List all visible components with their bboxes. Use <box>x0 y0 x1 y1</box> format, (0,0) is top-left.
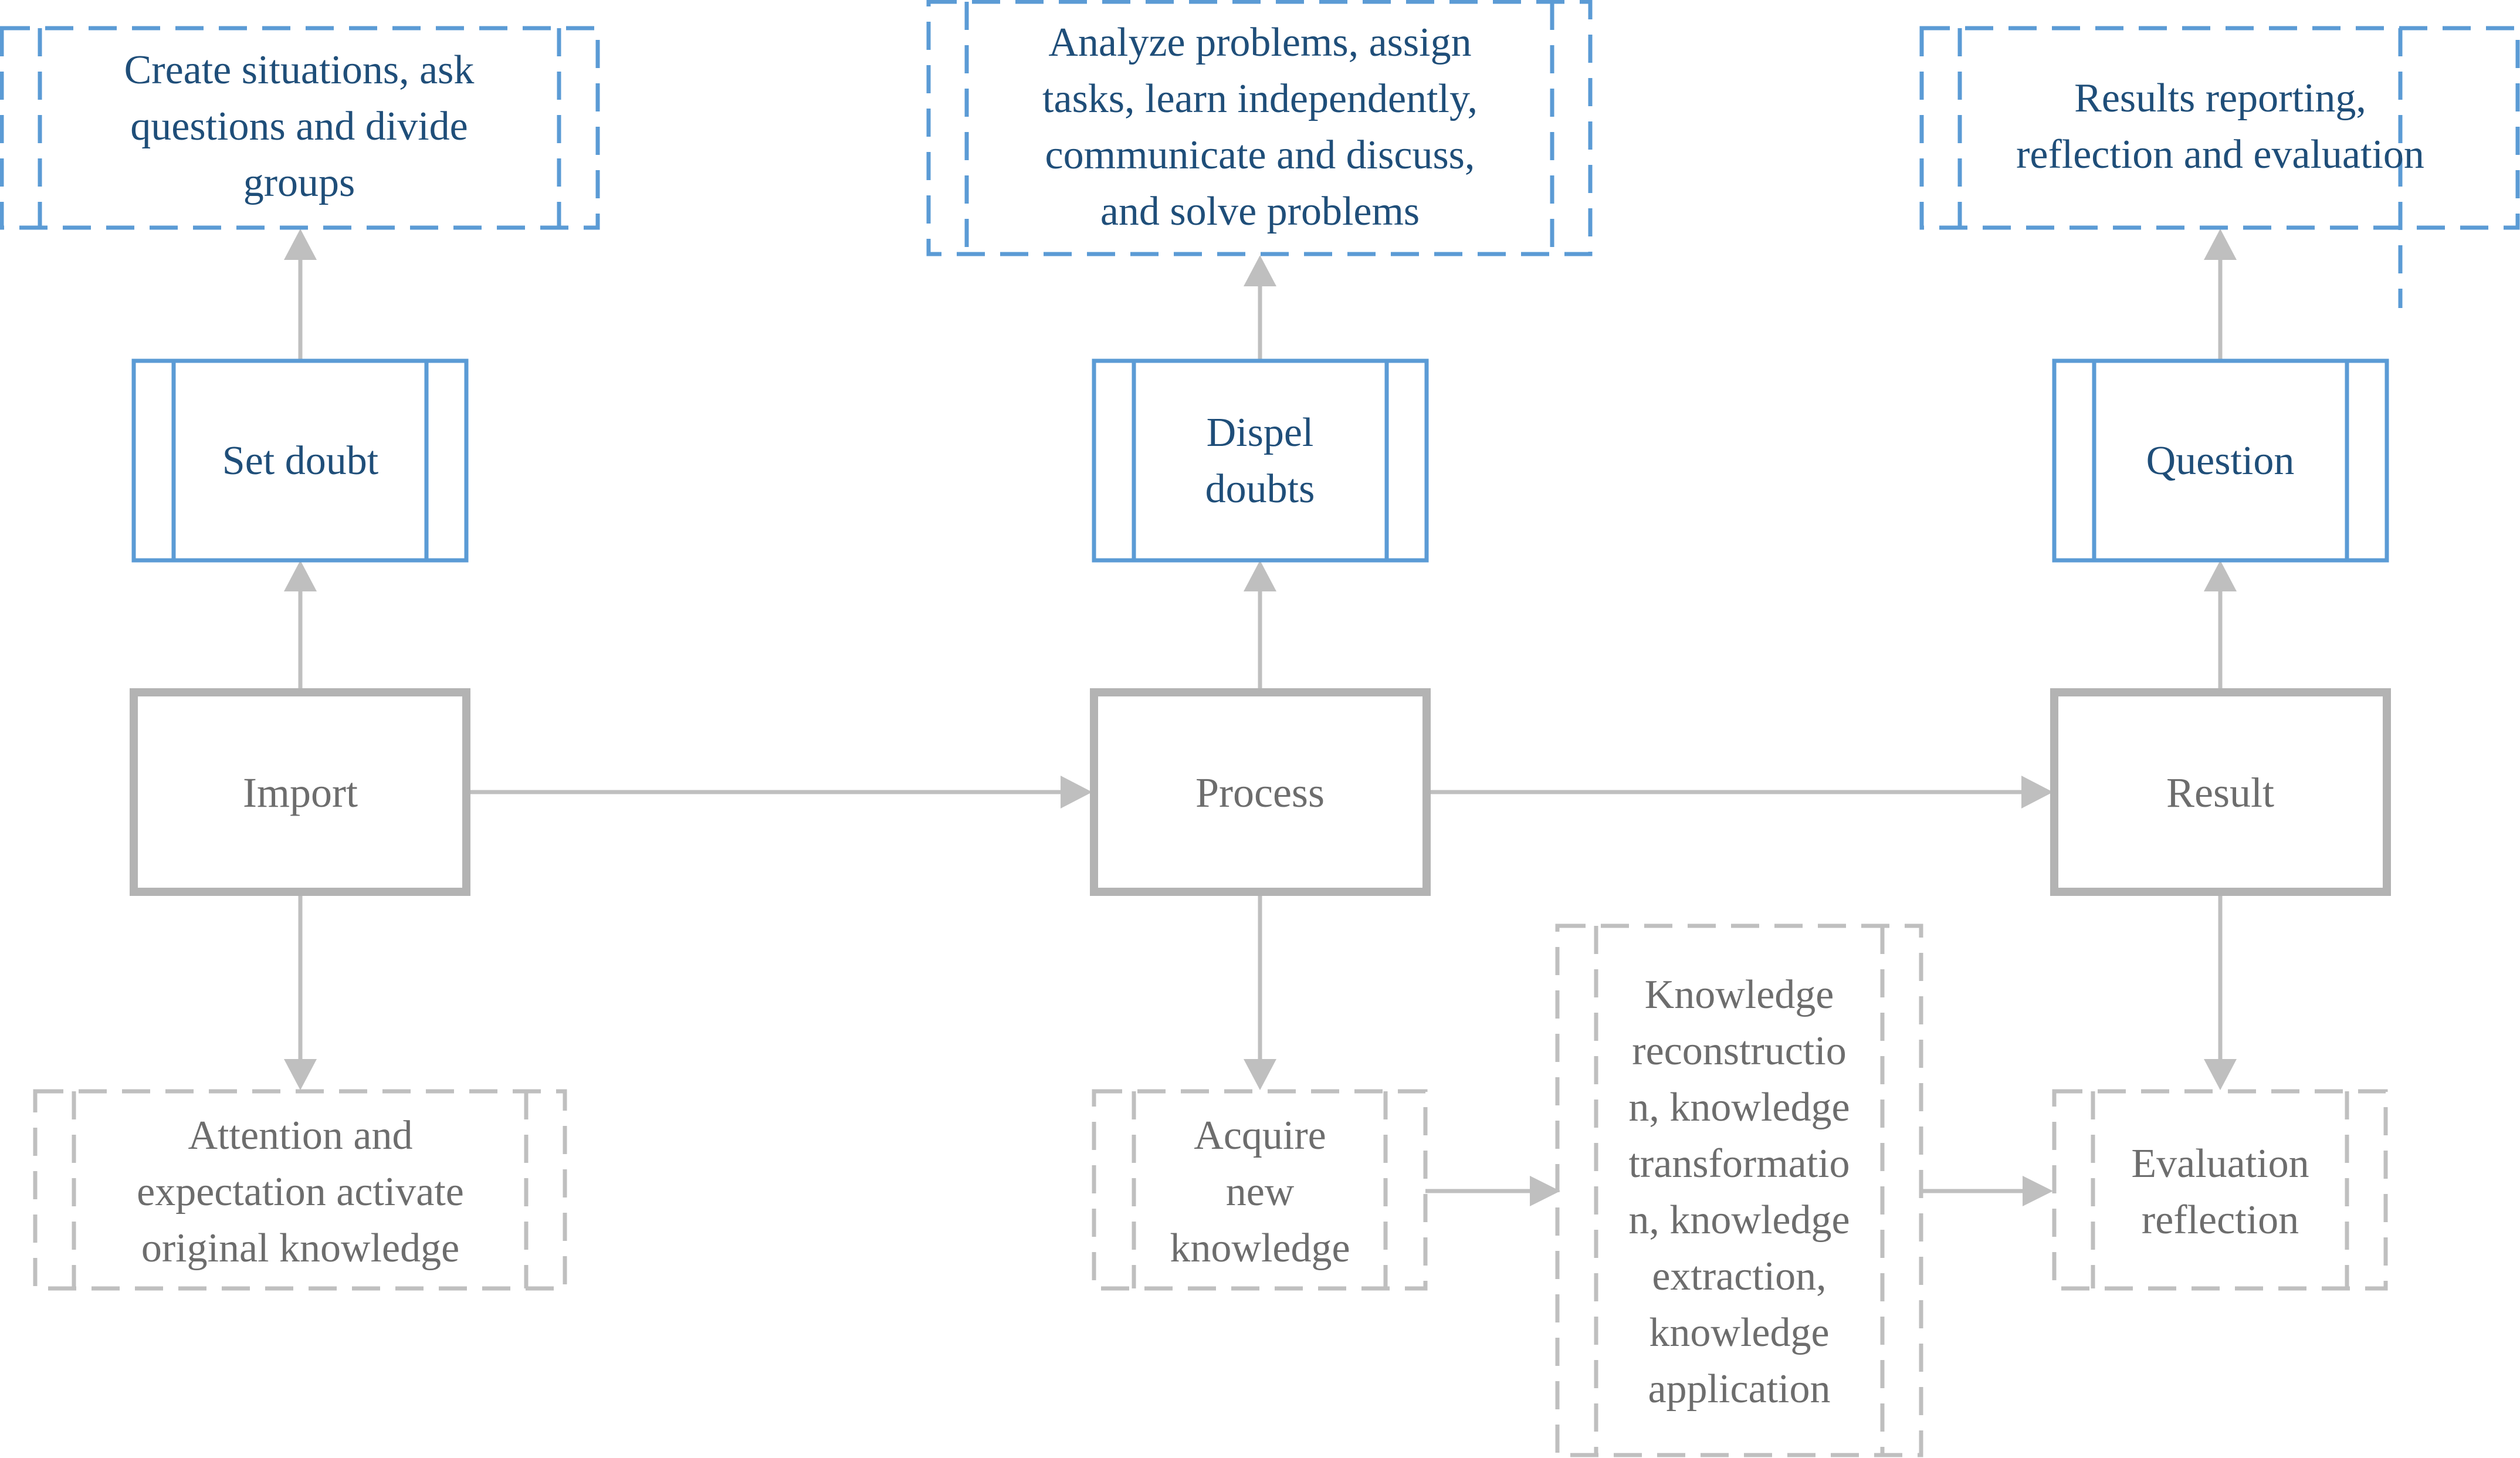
arrowhead-evaluation <box>2204 1059 2237 1090</box>
knowledge-acquire-line-1: Acquire <box>1194 1113 1326 1158</box>
knowledge-import-line-3: original knowledge <box>141 1226 459 1271</box>
set-doubt-label: Set doubt <box>222 438 379 483</box>
arrowhead-result <box>2021 776 2053 809</box>
knowledge-acquire-line-2: new <box>1226 1169 1295 1215</box>
knowledge-middle-line-6: extraction, <box>1652 1254 1826 1299</box>
arrowhead-dispel <box>1244 560 1276 591</box>
knowledge-middle-box <box>1555 923 1923 1457</box>
knowledge-middle-line-2: reconstructio <box>1632 1029 1846 1074</box>
activity-result-line-1: Results reporting, <box>2074 76 2366 121</box>
import-label: Import <box>243 769 358 816</box>
arrowhead-question <box>2204 560 2237 591</box>
dispel-doubts-label-1: Dispel <box>1207 410 1314 455</box>
activity-result-box <box>1919 26 2520 230</box>
activity-process-line-2: tasks, learn independently, <box>1042 76 1478 121</box>
arrowhead-activity-result <box>2204 229 2237 260</box>
question-label: Question <box>2146 438 2295 483</box>
arrowhead-knowledge-import <box>284 1059 317 1090</box>
knowledge-import-line-2: expectation activate <box>137 1169 464 1215</box>
activity-import-line-1: Create situations, ask <box>124 48 475 93</box>
question-stage-boxes <box>131 358 2389 563</box>
arrowhead-acquire <box>1244 1059 1276 1090</box>
knowledge-evaluation-line-2: reflection <box>2142 1197 2299 1243</box>
knowledge-acquire-box <box>1092 1089 1428 1291</box>
process-box <box>1090 688 1431 896</box>
knowledge-middle-line-3: n, knowledge <box>1628 1085 1850 1130</box>
activity-result-line-2: reflection and evaluation <box>2016 132 2424 177</box>
arrowhead-activity-import <box>284 229 317 260</box>
main-nodes <box>130 688 2391 896</box>
activity-import-line-3: groups <box>243 160 355 205</box>
arrowheads <box>284 229 2237 1206</box>
knowledge-middle-line-4: transformatio <box>1628 1141 1850 1186</box>
knowledge-boxes <box>33 923 2388 1457</box>
knowledge-evaluation-line-1: Evaluation <box>2131 1141 2309 1186</box>
activity-import-box <box>0 26 600 230</box>
knowledge-middle-line-5: n, knowledge <box>1628 1197 1850 1243</box>
result-box <box>2050 688 2391 896</box>
activity-process-line-1: Analyze problems, assign <box>1048 20 1471 65</box>
activity-process-box <box>926 0 1593 256</box>
knowledge-middle-line-7: knowledge <box>1649 1310 1829 1355</box>
knowledge-evaluation-box <box>2052 1089 2388 1291</box>
knowledge-acquire-line-3: knowledge <box>1170 1226 1350 1271</box>
arrowhead-activity-process <box>1244 255 1276 286</box>
activity-boxes <box>0 0 2520 308</box>
arrowhead-evaluation-side <box>2023 1176 2053 1206</box>
knowledge-import-box <box>33 1089 567 1291</box>
arrowhead-process <box>1061 776 1092 809</box>
knowledge-middle-line-1: Knowledge <box>1645 972 1834 1017</box>
arrowhead-middle <box>1530 1176 1560 1206</box>
question-box <box>2052 358 2389 563</box>
result-label: Result <box>2166 769 2274 816</box>
knowledge-middle-line-8: application <box>1648 1366 1830 1412</box>
activity-process-line-4: and solve problems <box>1100 189 1420 234</box>
connectors <box>298 258 2223 1193</box>
dispel-doubts-label-2: doubts <box>1205 466 1315 512</box>
process-label: Process <box>1195 769 1325 816</box>
set-doubt-box <box>131 358 469 563</box>
activity-import-line-2: questions and divide <box>130 104 468 149</box>
knowledge-import-line-1: Attention and <box>188 1113 413 1158</box>
activity-process-line-3: communicate and discuss, <box>1045 133 1475 178</box>
dispel-doubts-box <box>1092 358 1429 563</box>
import-box <box>130 688 470 896</box>
arrowhead-set-doubt <box>284 560 317 591</box>
